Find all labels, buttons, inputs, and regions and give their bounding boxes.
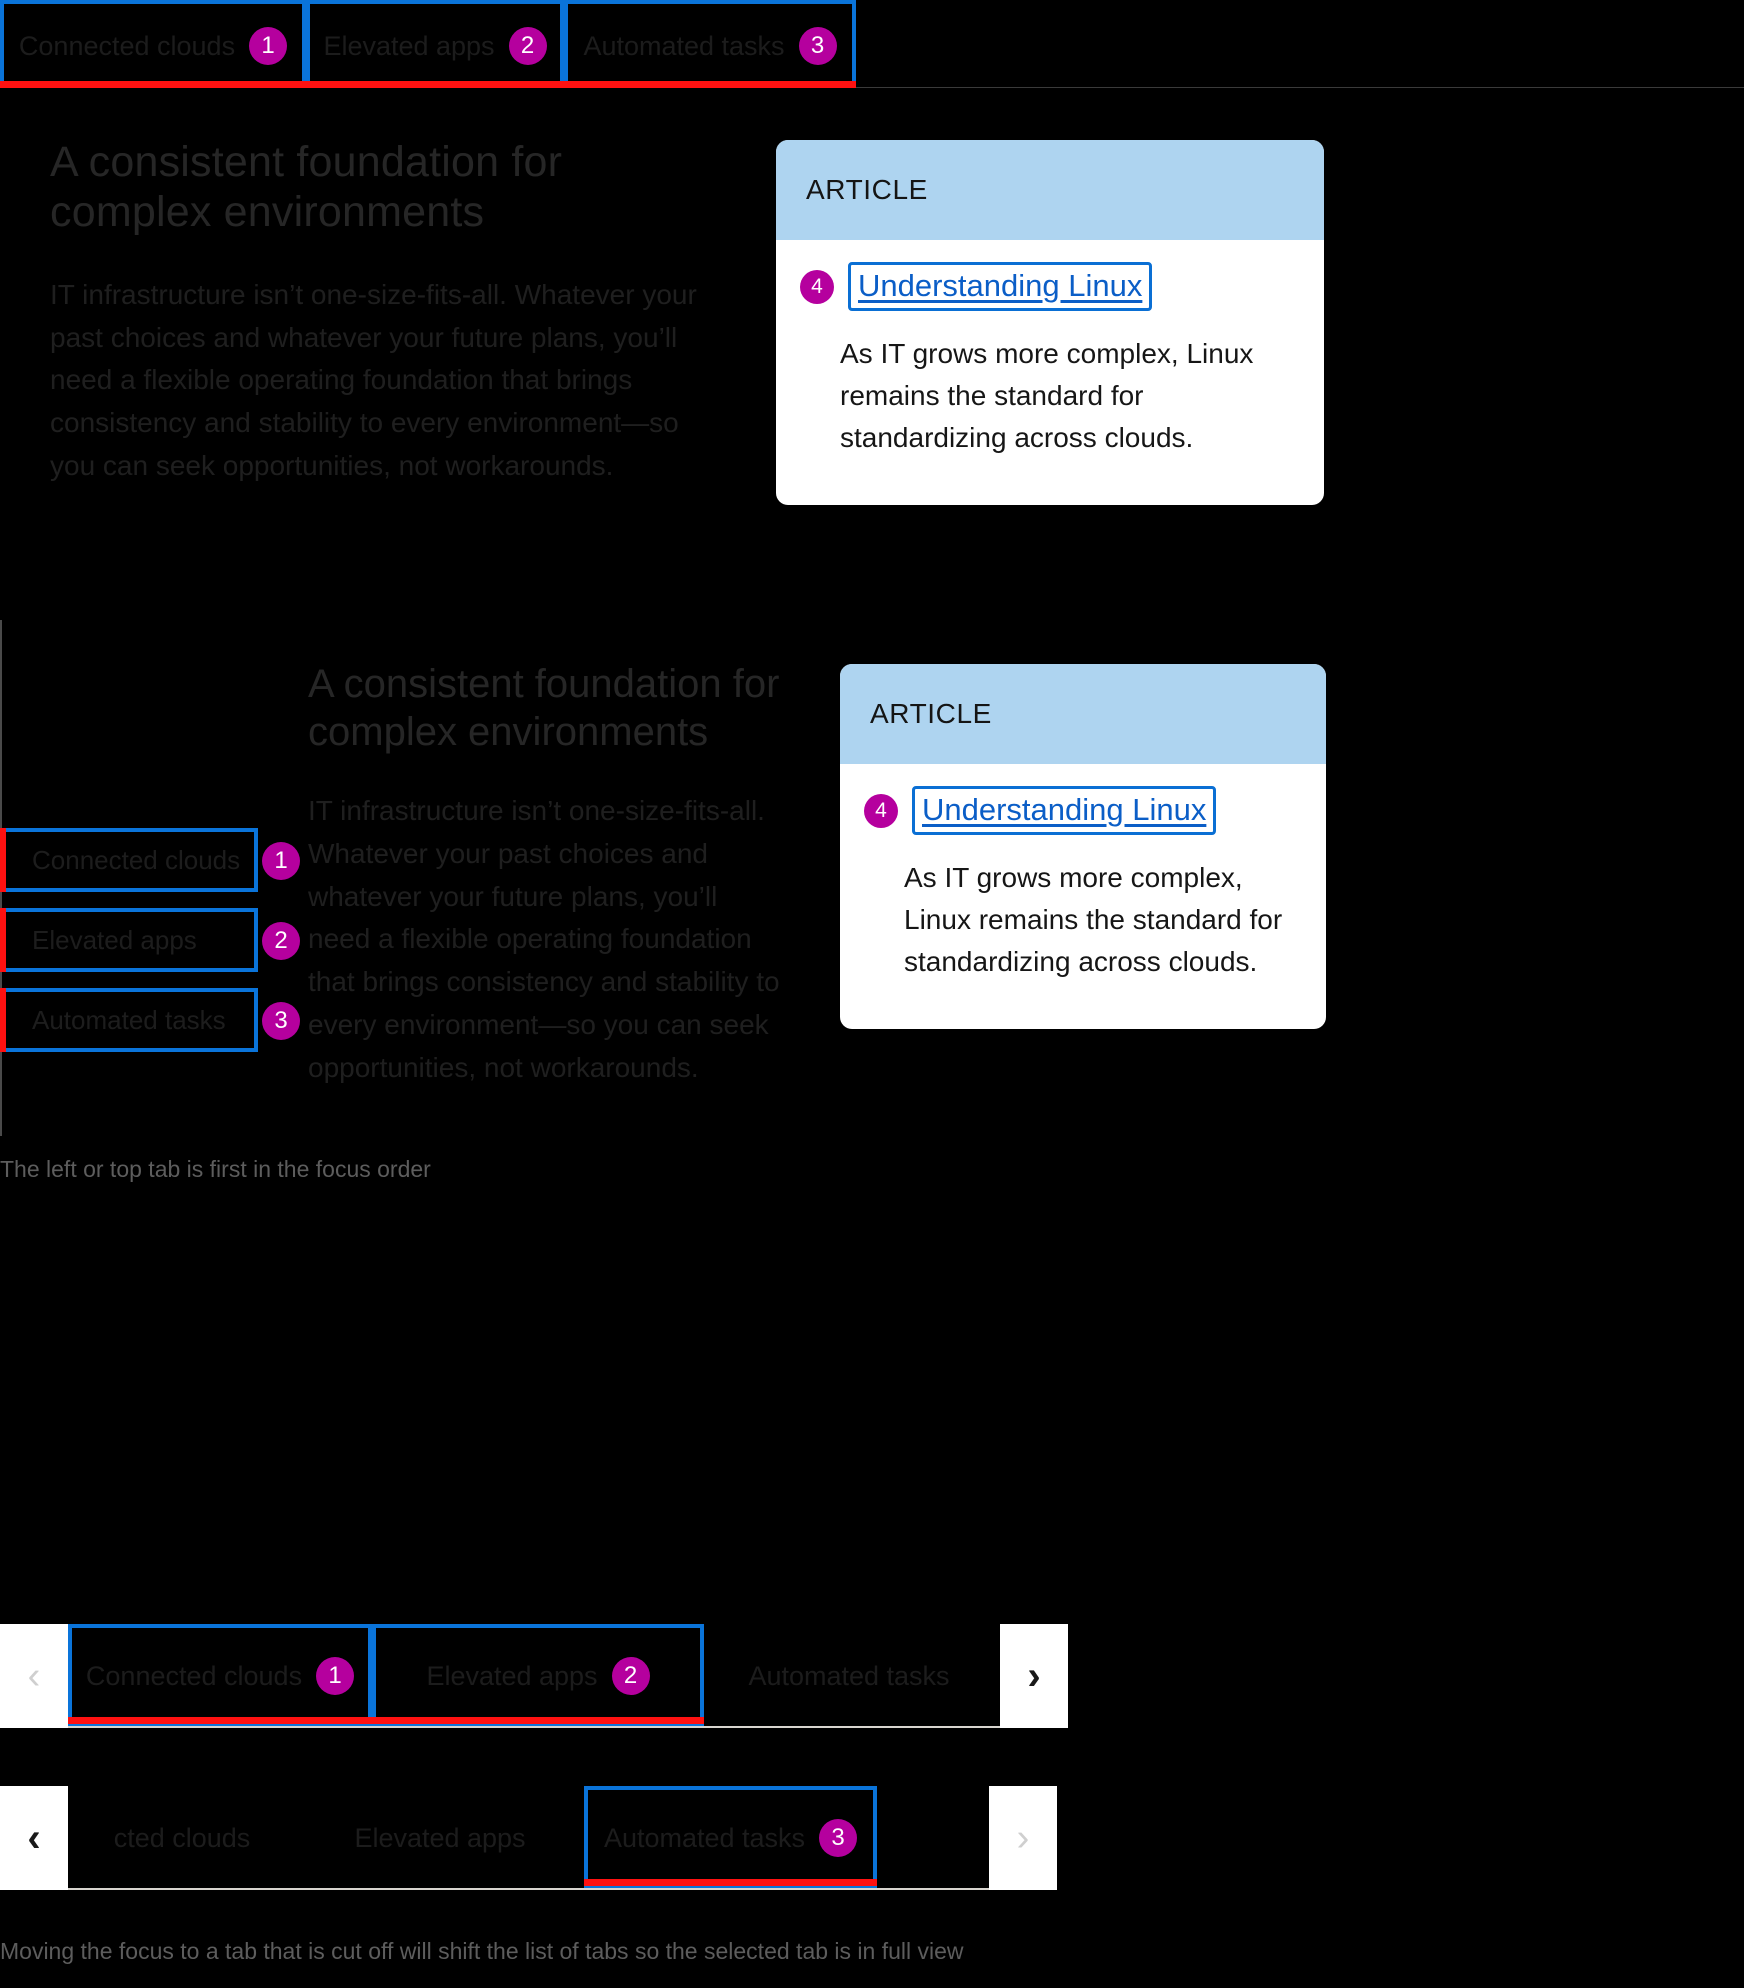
ctab-automated-tasks[interactable]: Automated tasks: [704, 1624, 994, 1728]
tablist-bottom-rule: [0, 87, 1744, 88]
vertical-tablist: Connected clouds Elevated apps Automated…: [0, 620, 300, 1136]
tab-label: Automated tasks: [748, 1660, 950, 1691]
tab-label: Connected clouds: [85, 1660, 303, 1691]
selected-indicator: [372, 1717, 704, 1724]
tab-automated-tasks[interactable]: Automated tasks 3: [564, 0, 856, 88]
panel-heading: A consistent foundation for complex envi…: [308, 662, 780, 754]
tabpanel-copy-bottom: A consistent foundation for complex envi…: [308, 660, 786, 1090]
ctab-automated-tasks[interactable]: Automated tasks 3: [584, 1786, 877, 1890]
article-description: As IT grows more complex, Linux remains …: [904, 862, 1283, 978]
tab-label: Elevated apps: [323, 30, 495, 61]
annotation-badge-2: 2: [262, 922, 300, 960]
selected-indicator: [0, 81, 306, 88]
tab-label: Elevated apps: [32, 924, 197, 955]
vtab-automated-tasks[interactable]: Automated tasks: [0, 988, 258, 1052]
annotation-badge-1: 1: [262, 842, 300, 880]
tab-label: Elevated apps: [354, 1822, 526, 1853]
ctab-connected-clouds[interactable]: cted clouds: [68, 1786, 296, 1890]
ctab-elevated-apps[interactable]: Elevated apps 2: [372, 1624, 704, 1728]
selected-indicator: [306, 81, 564, 88]
selected-indicator: [0, 828, 6, 892]
carousel-track: Connected clouds 1 Elevated apps 2 Autom…: [68, 1624, 1000, 1728]
tab-carousel-bottom: ‹ cted clouds Elevated apps Automated ta…: [0, 1786, 1057, 1890]
carousel-track: cted clouds Elevated apps Automated task…: [68, 1786, 989, 1890]
selected-indicator: [0, 908, 6, 972]
page-title: A consistent foundation for complex envi…: [50, 138, 563, 236]
article-link[interactable]: Understanding Linux: [912, 786, 1217, 836]
article-link-row: 4 Understanding Linux: [800, 262, 1294, 312]
tab-label: Automated tasks: [32, 1004, 226, 1035]
selected-indicator: [68, 1717, 372, 1724]
tab-label: cted clouds: [113, 1822, 251, 1853]
tab-label: Automated tasks: [603, 1822, 806, 1853]
article-link[interactable]: Understanding Linux: [848, 262, 1153, 312]
article-link-row: 4 Understanding Linux: [864, 786, 1296, 836]
tab-label: Connected clouds: [18, 30, 236, 61]
annotation-badge-1: 1: [316, 1657, 355, 1695]
vtab-connected-clouds[interactable]: Connected clouds: [0, 828, 258, 892]
chevron-right-icon[interactable]: ›: [1000, 1624, 1068, 1728]
selected-indicator: [564, 81, 856, 88]
annotation-badge-4: 4: [800, 269, 834, 304]
caption-focus-order: The left or top tab is first in the focu…: [0, 1156, 431, 1182]
horizontal-tablist: Connected clouds 1 Elevated apps 2 Autom…: [0, 0, 1744, 88]
tab-label: Elevated apps: [426, 1660, 598, 1691]
chevron-left-icon[interactable]: ‹: [0, 1786, 68, 1890]
chevron-left-icon[interactable]: ‹: [0, 1624, 68, 1728]
tab-label: Automated tasks: [583, 30, 785, 61]
tab-elevated-apps[interactable]: Elevated apps 2: [306, 0, 564, 88]
tabpanel-copy-top: A consistent foundation for complex envi…: [50, 138, 710, 488]
annotation-badge-3: 3: [262, 1002, 300, 1040]
vtab-elevated-apps[interactable]: Elevated apps: [0, 908, 258, 972]
caption-scroll-behavior: Moving the focus to a tab that is cut of…: [0, 1938, 964, 1964]
article-card-top: ARTICLE 4 Understanding Linux As IT grow…: [776, 140, 1324, 506]
tab-label: Connected clouds: [32, 844, 241, 875]
selected-indicator: [0, 988, 6, 1052]
article-card-body: 4 Understanding Linux As IT grows more c…: [840, 764, 1326, 1029]
article-description: As IT grows more complex, Linux remains …: [840, 338, 1254, 454]
annotation-badge-2: 2: [611, 1657, 650, 1695]
ctab-elevated-apps[interactable]: Elevated apps: [296, 1786, 584, 1890]
tab-carousel-top: ‹ Connected clouds 1 Elevated apps 2 Aut…: [0, 1624, 1068, 1728]
track-bottom-rule: [68, 1726, 1000, 1728]
annotation-badge-4: 4: [864, 793, 898, 828]
tab-connected-clouds[interactable]: Connected clouds 1: [0, 0, 306, 88]
article-card-body: 4 Understanding Linux As IT grows more c…: [776, 240, 1324, 505]
selected-indicator: [584, 1879, 877, 1886]
annotation-badge-3: 3: [798, 27, 837, 65]
annotation-badge-3: 3: [819, 1819, 858, 1857]
article-card-bottom: ARTICLE 4 Understanding Linux As IT grow…: [840, 664, 1326, 1030]
track-bottom-rule: [68, 1888, 989, 1890]
annotation-badge-2: 2: [508, 27, 547, 65]
ctab-connected-clouds[interactable]: Connected clouds 1: [68, 1624, 372, 1728]
panel-body-text: IT infrastructure isn’t one-size-fits-al…: [50, 278, 697, 482]
article-eyebrow: ARTICLE: [776, 140, 1324, 240]
article-eyebrow: ARTICLE: [840, 664, 1326, 764]
chevron-right-icon[interactable]: ›: [989, 1786, 1057, 1890]
panel-body-text: IT infrastructure isn’t one-size-fits-al…: [308, 795, 780, 1083]
annotation-badge-1: 1: [249, 27, 288, 65]
